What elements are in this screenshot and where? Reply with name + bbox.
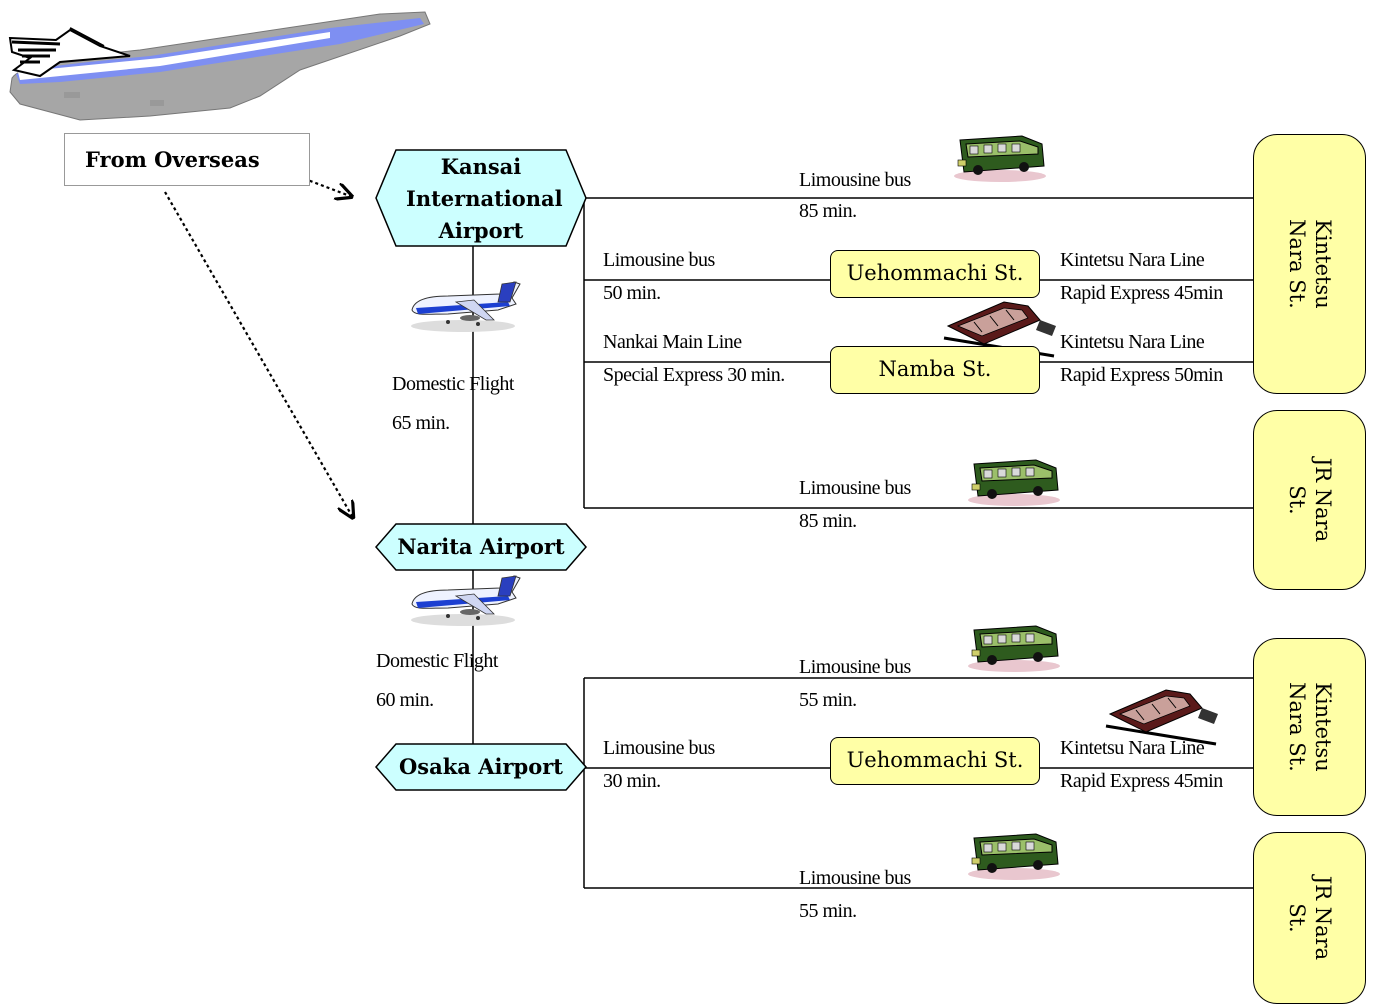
osaka-airport-hexagon [375, 743, 587, 791]
route-namba-kintetsu-time: Rapid Express 50min [1060, 364, 1223, 386]
narita-airport-hexagon [375, 523, 587, 571]
kintetsu-nara-label-2: Kintetsu Nara St. [1284, 682, 1335, 772]
jr-nara-box-2: JR Nara St. [1253, 832, 1366, 1004]
route-itm-uehommachi-time: 30 min. [603, 770, 661, 792]
kansai-airport-name: Kansai International Airport [406, 154, 563, 243]
from-overseas-box: From Overseas [64, 133, 310, 186]
narita-airport-label: Narita Airport [397, 534, 565, 559]
route-kix-kintetsu-mode: Limousine bus [799, 169, 911, 191]
route-itm-uehommachi-mode: Limousine bus [603, 737, 715, 759]
route-namba-kintetsu-mode: Kintetsu Nara Line [1060, 331, 1205, 353]
kintetsu-nara-box-1: Kintetsu Nara St. [1253, 134, 1366, 394]
route-itm-kintetsu-mode: Limousine bus [799, 656, 911, 678]
flight-1-mode: Domestic Flight [392, 373, 514, 395]
route-kix-uehommachi-time: 50 min. [603, 282, 661, 304]
route-uehommachi-kintetsu-2-mode: Kintetsu Nara Line [1060, 737, 1205, 759]
bus-icon [953, 135, 1047, 183]
route-kix-namba-time: Special Express 30 min. [603, 364, 785, 386]
jr-nara-box-1: JR Nara St. [1253, 410, 1366, 590]
kansai-airport-label: Kansai International Airport [386, 151, 576, 247]
jet-plane-icon [8, 11, 431, 121]
route-itm-jr-mode: Limousine bus [799, 867, 911, 889]
route-uehommachi-kintetsu-time: Rapid Express 45min [1060, 282, 1223, 304]
bus-icon [967, 459, 1061, 507]
route-uehommachi-kintetsu-mode: Kintetsu Nara Line [1060, 249, 1205, 271]
route-kix-jr-mode: Limousine bus [799, 477, 911, 499]
route-itm-kintetsu-time: 55 min. [799, 689, 857, 711]
route-itm-jr-time: 55 min. [799, 900, 857, 922]
flight-1-time: 65 min. [392, 412, 450, 434]
route-kix-jr-time: 85 min. [799, 510, 857, 532]
small-plane-icon [410, 281, 521, 333]
kansai-airport-hexagon [375, 149, 587, 247]
osaka-airport-label: Osaka Airport [399, 754, 563, 779]
small-plane-icon [410, 575, 521, 627]
route-uehommachi-kintetsu-2-time: Rapid Express 45min [1060, 770, 1223, 792]
overseas-to-narita-arrow [164, 191, 352, 516]
kintetsu-nara-label-1: Kintetsu Nara St. [1284, 219, 1335, 309]
uehommachi-station-2: Uehommachi St. [830, 737, 1040, 785]
train-icon [1104, 688, 1220, 746]
flight-2-mode: Domestic Flight [376, 650, 498, 672]
bus-icon [967, 625, 1061, 673]
jr-nara-label-2: JR Nara St. [1284, 875, 1335, 961]
kintetsu-nara-box-2: Kintetsu Nara St. [1253, 638, 1366, 816]
from-overseas-label: From Overseas [85, 147, 260, 172]
jr-nara-label-1: JR Nara St. [1284, 457, 1335, 543]
namba-station: Namba St. [830, 346, 1040, 394]
uehommachi-station-1: Uehommachi St. [830, 250, 1040, 298]
flight-2-time: 60 min. [376, 689, 434, 711]
route-kix-uehommachi-mode: Limousine bus [603, 249, 715, 271]
route-kix-kintetsu-time: 85 min. [799, 200, 857, 222]
route-kix-namba-mode: Nankai Main Line [603, 331, 742, 353]
bus-icon [967, 833, 1061, 881]
